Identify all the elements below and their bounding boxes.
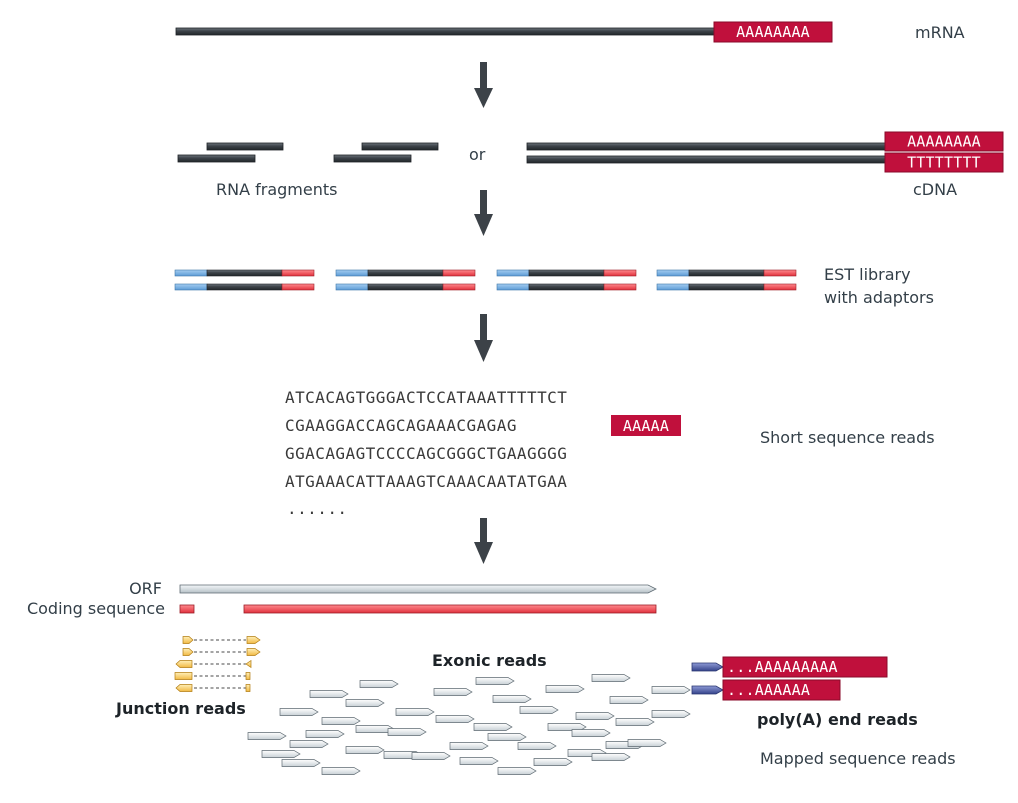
exonic-read <box>497 767 537 775</box>
arrow-down-icon <box>474 518 493 564</box>
est-library-label-line2: with adaptors <box>824 288 934 307</box>
exonic-read <box>261 750 301 758</box>
coding-sequence-label: Coding sequence <box>27 599 165 618</box>
sequence-ellipsis: ...... <box>287 499 348 518</box>
exonic-read <box>487 733 527 741</box>
rna-fragment <box>333 154 412 163</box>
exonic-read <box>615 718 655 726</box>
sequence-read-line: GGACAGAGTCCCCAGCGGGCTGAAGGGG <box>285 444 567 463</box>
rna-fragment <box>177 154 256 163</box>
mrna-label: mRNA <box>915 23 965 42</box>
exonic-read <box>473 723 513 731</box>
polya-read-tail: ...AAAAAAAAA <box>727 658 838 676</box>
exonic-read <box>321 717 361 725</box>
mrna-polya-tail: AAAAAAAA <box>736 23 810 41</box>
orf-bar <box>179 584 657 594</box>
cdna-polyt-box <box>884 152 1004 173</box>
exonic-read <box>395 708 435 716</box>
rna-fragments-label: RNA fragments <box>216 180 337 199</box>
short-reads-label: Short sequence reads <box>760 428 935 447</box>
exonic-read <box>547 723 587 731</box>
junction-read <box>182 636 261 644</box>
junction-reads-label: Junction reads <box>115 699 246 718</box>
exonic-read <box>345 699 385 707</box>
cdna-strand-top <box>526 142 886 151</box>
est-fragment <box>335 269 476 291</box>
junction-read <box>174 672 251 680</box>
exonic-read <box>321 767 361 775</box>
cdna-strand-bottom <box>526 155 886 164</box>
exonic-read <box>305 730 345 738</box>
exonic-read <box>309 690 349 698</box>
rna-fragment <box>361 142 439 151</box>
exonic-read <box>435 715 475 723</box>
exonic-read <box>591 674 631 682</box>
est-library-fragments <box>174 269 797 291</box>
exonic-read <box>289 740 329 748</box>
exonic-read <box>545 685 585 693</box>
cdna-label: cDNA <box>913 180 957 199</box>
exonic-read <box>387 728 427 736</box>
polya-read-box <box>722 656 888 678</box>
cdna-polya-tail: AAAAAAAA <box>907 133 981 151</box>
polya-read-box <box>722 679 841 701</box>
est-fragment <box>174 269 315 291</box>
exonic-read <box>519 706 559 714</box>
sequence-read-line: ATCACAGTGGGACTCCATAAATTTTTCT <box>285 388 567 407</box>
exonic-read <box>651 686 691 694</box>
exonic-reads-group <box>247 674 691 775</box>
est-library-label-line1: EST library <box>824 265 911 284</box>
exonic-read <box>517 742 557 750</box>
exonic-read <box>651 710 691 718</box>
polya-read-marker <box>691 662 724 672</box>
exonic-read <box>575 712 615 720</box>
est-fragment <box>496 269 637 291</box>
exonic-read <box>281 759 321 767</box>
exonic-reads-label: Exonic reads <box>432 651 547 670</box>
rna-fragment <box>206 142 284 151</box>
cdna-polyt-tail: TTTTTTTT <box>907 154 981 172</box>
polya-read-marker <box>691 685 724 695</box>
exonic-read <box>359 680 399 688</box>
polya-end-reads-label: poly(A) end reads <box>757 710 918 729</box>
arrow-down-icon <box>474 190 493 236</box>
sequence-read-line: ATGAAACATTAAAGTCAAACAATATGAA <box>285 472 567 491</box>
exonic-read <box>279 708 319 716</box>
exonic-read <box>433 688 473 696</box>
exonic-read <box>345 746 385 754</box>
cdna-polya-box <box>884 131 1004 152</box>
exonic-read <box>591 753 631 761</box>
sequence-polya-box <box>611 415 681 436</box>
orf-label: ORF <box>129 579 162 598</box>
mrna-strand <box>175 27 715 36</box>
sequence-polya-tail: AAAAA <box>623 417 669 435</box>
junction-read <box>175 659 252 669</box>
mrna-polya-tail-box <box>713 21 833 43</box>
exonic-read <box>609 696 649 704</box>
exonic-read <box>571 729 611 737</box>
exonic-read <box>247 732 287 740</box>
arrow-down-icon <box>474 62 493 108</box>
exonic-read <box>533 758 573 766</box>
est-fragment <box>656 269 797 291</box>
or-label: or <box>469 145 486 164</box>
junction-read <box>175 684 251 692</box>
junction-reads-group <box>174 636 261 692</box>
exonic-read <box>627 739 667 747</box>
exonic-read <box>411 752 451 760</box>
coding-exon-short <box>179 604 195 614</box>
exonic-read <box>475 677 515 685</box>
junction-read <box>182 648 261 656</box>
exonic-read <box>449 742 489 750</box>
sequence-read-line: CGAAGGACCAGCAGAAACGAGAG <box>285 416 517 435</box>
exonic-read <box>492 695 532 703</box>
arrow-down-icon <box>474 314 493 362</box>
coding-exon-long <box>243 604 657 614</box>
polya-read-tail: ...AAAAAA <box>727 681 810 699</box>
exonic-read <box>459 757 499 765</box>
mapped-reads-label: Mapped sequence reads <box>760 749 956 768</box>
